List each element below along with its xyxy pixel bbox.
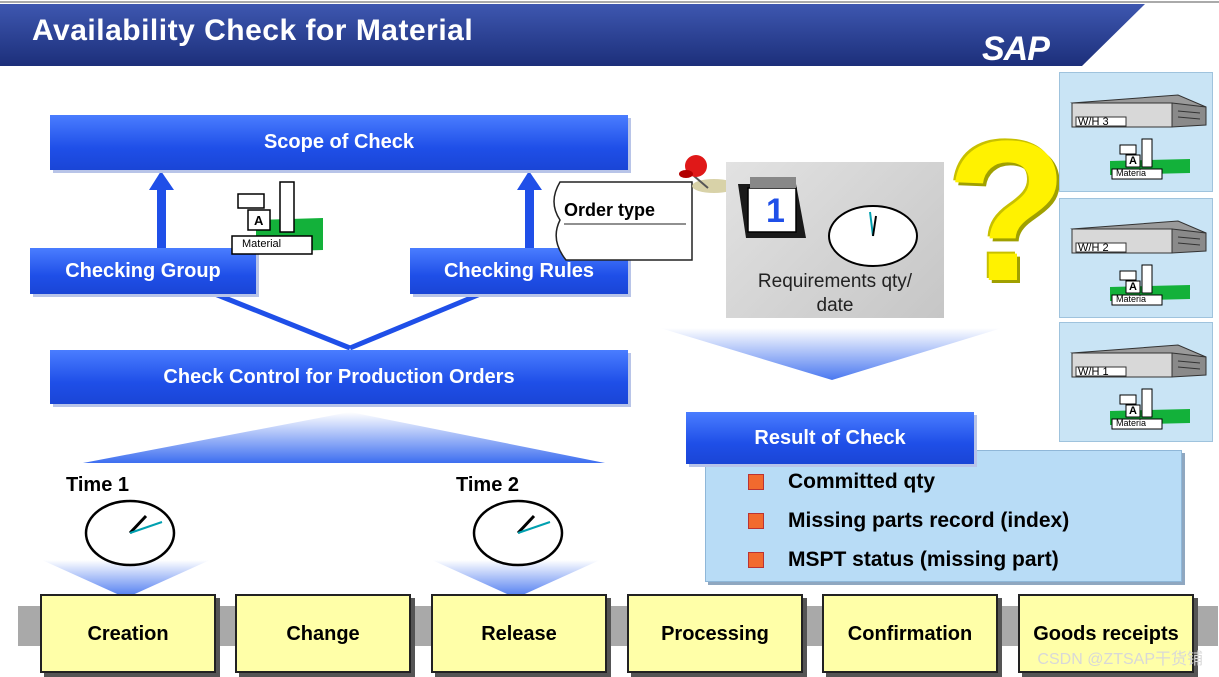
step-label: Confirmation (847, 622, 973, 645)
step-label: Goods receipts (1033, 622, 1179, 645)
result-item-mspt-status: MSPT status (missing part) (748, 548, 1059, 572)
result-item-label: MSPT status (missing part) (788, 548, 1059, 571)
result-item-label: Committed qty (788, 470, 935, 493)
spread-triangle (83, 412, 605, 463)
pushpin-icon (672, 152, 740, 197)
page-title: Availability Check for Material (32, 14, 474, 47)
warehouse-material-label: Materia (1116, 168, 1147, 178)
result-item-label: Missing parts record (index) (788, 509, 1070, 532)
step-label: Processing (661, 622, 769, 645)
connector-line-right (349, 287, 491, 351)
watermark: CSDN @ZTSAP干货铺 (1037, 651, 1203, 668)
arrow-down-requirements (660, 328, 1002, 380)
checking-group-box: Checking Group (30, 248, 256, 294)
result-item-committed-qty: Committed qty (748, 470, 935, 494)
bullet-icon (748, 513, 764, 529)
order-type-note: Order type (546, 180, 696, 262)
requirements-label: Requirements qty/ date (757, 271, 913, 316)
warehouse-material-letter: A (1129, 405, 1137, 417)
clock-time-1-icon (84, 499, 176, 567)
checking-group-label: Checking Group (65, 259, 221, 282)
step-label: Release (481, 622, 557, 645)
bullet-icon (748, 552, 764, 568)
step-creation: Creation (40, 594, 216, 673)
material-icon: A Material (228, 180, 328, 262)
calendar-number: 1 (766, 192, 785, 230)
warehouse-material-letter: A (1129, 155, 1137, 167)
question-mark-icon: ? (946, 100, 1069, 323)
bullet-icon (748, 474, 764, 490)
step-label: Change (286, 622, 360, 645)
warehouse-label: W/H 2 (1078, 242, 1109, 254)
warehouse-material-label: Materia (1116, 418, 1147, 428)
check-control-label: Check Control for Production Orders (163, 365, 515, 388)
time-1-label: Time 1 (66, 474, 129, 496)
arrow-up-right (517, 171, 542, 248)
warehouse-icon (1070, 220, 1207, 306)
warehouse-label: W/H 3 (1078, 116, 1109, 128)
step-label: Creation (87, 622, 169, 645)
clock-icon (826, 202, 920, 268)
requirements-panel: 1 Requirements qty/ date (726, 162, 944, 318)
connector-line-left (204, 287, 351, 351)
result-of-check-box: Result of Check (686, 412, 974, 464)
calendar-icon: 1 (736, 172, 808, 244)
material-icon-label: Material (242, 238, 282, 250)
step-goods-receipts: Goods receipts (1018, 594, 1194, 673)
sap-logo: SAP (982, 30, 1050, 68)
time-2-label: Time 2 (456, 474, 519, 496)
arrow-down-time2 (432, 560, 600, 598)
result-item-missing-parts: Missing parts record (index) (748, 509, 1069, 533)
warehouse-icon (1070, 344, 1207, 430)
material-icon-letter: A (254, 213, 264, 228)
warehouse-material-label: Materia (1116, 294, 1147, 304)
order-type-label: Order type (564, 200, 656, 220)
step-change: Change (235, 594, 411, 673)
arrow-up-left (149, 171, 174, 248)
arrow-down-time1 (42, 560, 210, 598)
clock-time-2-icon (472, 499, 564, 567)
step-processing: Processing (627, 594, 803, 673)
warehouse-label: W/H 1 (1078, 366, 1109, 378)
header-bar (0, 1, 1219, 66)
warehouse-material-letter: A (1129, 281, 1137, 293)
checking-rules-label: Checking Rules (443, 259, 595, 282)
scope-of-check-box: Scope of Check (50, 115, 628, 170)
check-control-box: Check Control for Production Orders (50, 350, 628, 404)
step-release: Release (431, 594, 607, 673)
step-confirmation: Confirmation (822, 594, 998, 673)
result-panel (705, 450, 1182, 582)
warehouse-icon (1070, 94, 1207, 180)
result-of-check-label: Result of Check (754, 426, 906, 449)
scope-of-check-label: Scope of Check (263, 131, 415, 153)
